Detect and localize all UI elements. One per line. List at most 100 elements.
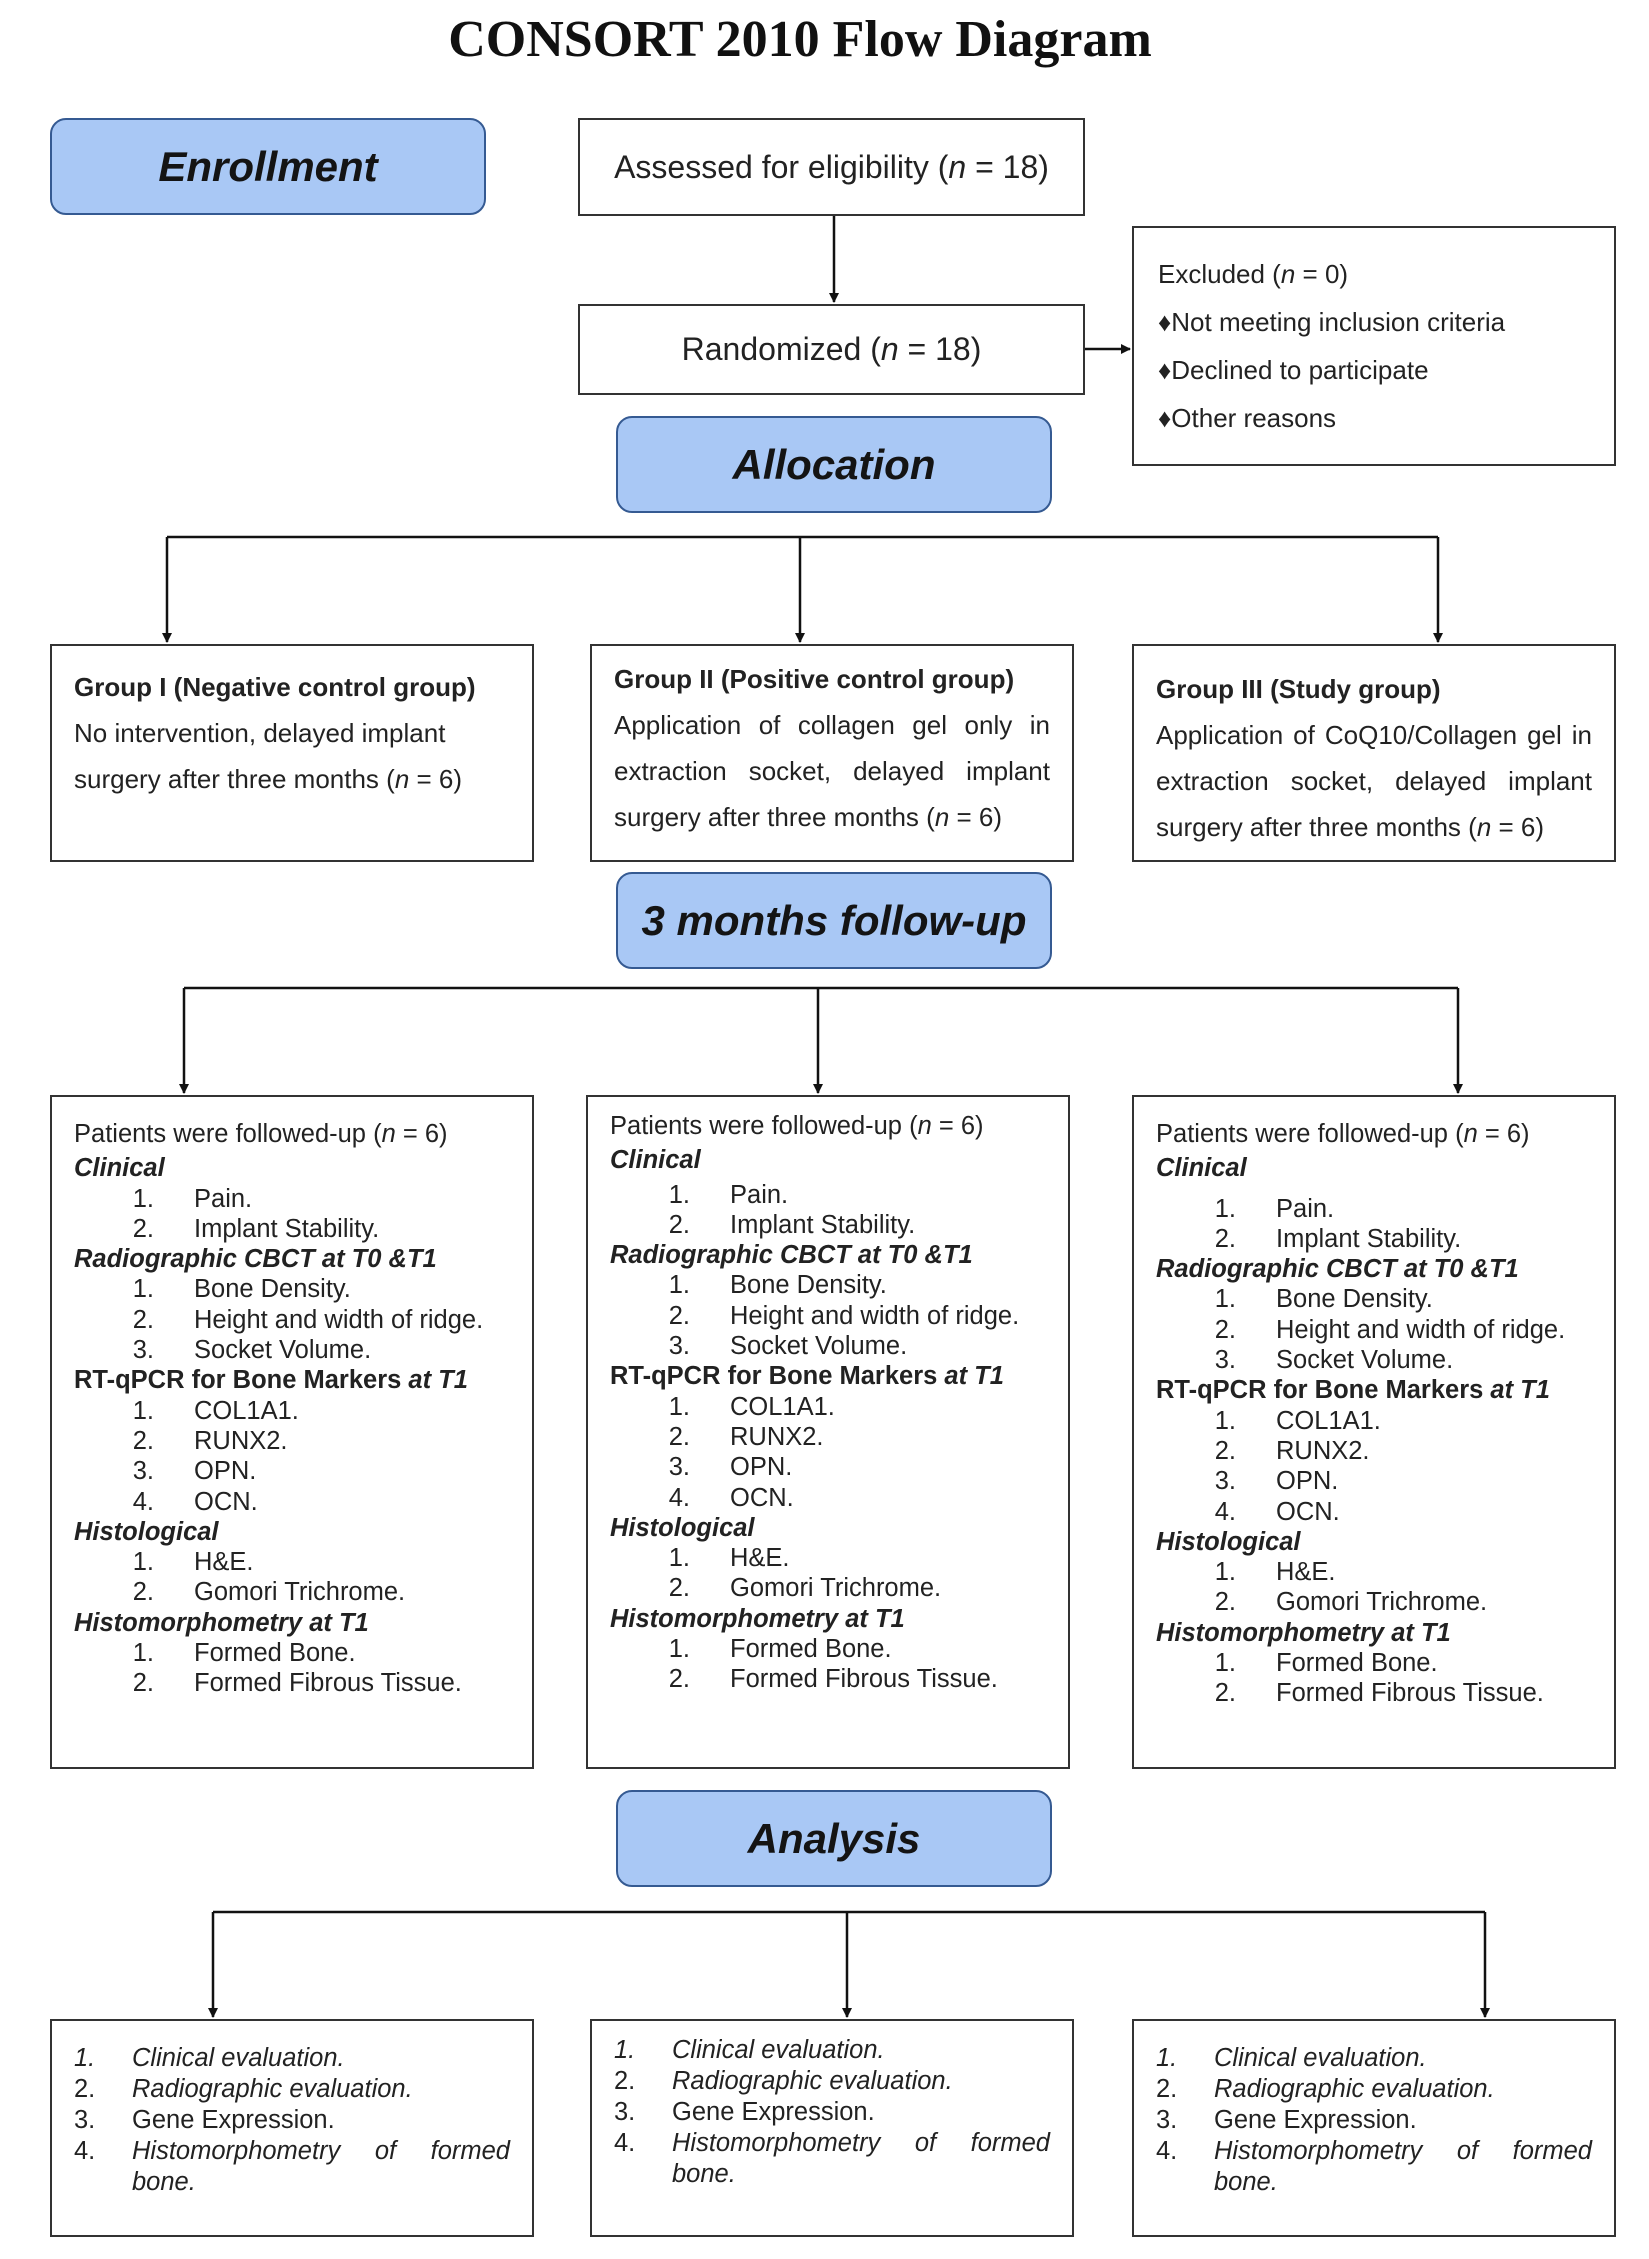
list-item: 1.Formed Bone. — [1214, 1649, 1438, 1678]
list-item: 3.Gene Expression. — [74, 2106, 335, 2134]
followup-box-2: Patients were followed-up (n = 6) Clinic… — [586, 1095, 1070, 1769]
analysis-box-3: 1.Clinical evaluation. 2.Radiographic ev… — [1132, 2019, 1616, 2237]
section-title-histomorphometry: Histomorphometry at T1 — [610, 1604, 905, 1633]
list-item: 2.Height and width of ridge. — [132, 1305, 484, 1334]
list-item: 4.OCN. — [668, 1483, 794, 1512]
diamond-bullet-icon: ♦ — [1158, 403, 1172, 433]
list-item: 1.Bone Density. — [132, 1275, 351, 1304]
list-item: 2.Implant Stability. — [1214, 1224, 1462, 1253]
list-item: 2.Height and width of ridge. — [668, 1301, 1020, 1330]
section-title-rtqpcr: RT-qPCR for Bone Markers at T1 — [1156, 1376, 1550, 1405]
list-item: 1.COL1A1. — [668, 1392, 835, 1421]
randomized-box: Randomized (n = 18) — [578, 304, 1085, 395]
excluded-item: ♦Not meeting inclusion criteria — [1158, 307, 1506, 337]
assessed-box: Assessed for eligibility (n = 18) — [578, 118, 1085, 216]
list-item: 1.COL1A1. — [1214, 1406, 1381, 1435]
list-item: 4.OCN. — [1214, 1497, 1340, 1526]
stage-analysis: Analysis — [616, 1790, 1052, 1887]
list-item: 2.Formed Fibrous Tissue. — [1214, 1679, 1544, 1708]
section-title-histomorphometry: Histomorphometry at T1 — [1156, 1618, 1451, 1647]
section-title-histomorphometry: Histomorphometry at T1 — [74, 1608, 369, 1637]
group-heading: Group I (Negative control group) — [74, 672, 476, 702]
list-item: 1.H&E. — [1214, 1558, 1336, 1587]
list-item: 3.OPN. — [1214, 1467, 1339, 1496]
section-title-histological: Histological — [74, 1517, 219, 1546]
list-item: 1.Bone Density. — [668, 1271, 887, 1300]
list-item: 1.Pain. — [1214, 1194, 1335, 1223]
followup-intro: Patients were followed-up (n = 6) — [1156, 1120, 1530, 1148]
section-title-clinical: Clinical — [610, 1146, 701, 1175]
page-title: CONSORT 2010 Flow Diagram — [448, 11, 1152, 68]
list-item: 2.Height and width of ridge. — [1214, 1315, 1566, 1344]
list-item: 2.Radiographic evaluation. — [74, 2075, 413, 2103]
assessed-text: Assessed for eligibility (n = 18) — [614, 148, 1049, 185]
section-title-histological: Histological — [610, 1513, 755, 1542]
list-item: 2.RUNX2. — [1214, 1436, 1370, 1465]
section-title-radiographic: Radiographic CBCT at T0 &T1 — [74, 1245, 437, 1274]
group-2-box: Group II (Positive control group) Applic… — [590, 644, 1074, 862]
group-desc-line: surgery after three months (n = 6) — [74, 764, 463, 794]
list-item: 2.RUNX2. — [668, 1422, 824, 1451]
analysis-box-1: 1.Clinical evaluation. 2.Radiographic ev… — [50, 2019, 534, 2237]
group-desc-line: Application of collagen gel only in — [614, 710, 1050, 740]
list-item: 2.Implant Stability. — [132, 1214, 380, 1243]
list-item: 2.Formed Fibrous Tissue. — [668, 1665, 998, 1694]
list-item: 1.Clinical evaluation. — [1156, 2044, 1427, 2072]
list-item: 2.Radiographic evaluation. — [1156, 2075, 1495, 2103]
list-item: 2.Formed Fibrous Tissue. — [132, 1669, 462, 1698]
list-item: 2.Gomori Trichrome. — [132, 1578, 406, 1607]
list-item: 2.Gomori Trichrome. — [1214, 1588, 1488, 1617]
list-item: 1.Pain. — [132, 1184, 253, 1213]
list-item: 1.Clinical evaluation. — [614, 2036, 885, 2064]
stage-enrollment: Enrollment — [50, 118, 486, 215]
list-item: 4.OCN. — [132, 1487, 258, 1516]
followup-box-1: Patients were followed-up (n = 6) Clinic… — [50, 1095, 534, 1769]
group-desc-line: surgery after three months (n = 6) — [614, 802, 1003, 832]
section-title-histological: Histological — [1156, 1527, 1301, 1556]
group-heading: Group III (Study group) — [1156, 674, 1441, 704]
list-item: 3.Gene Expression. — [1156, 2106, 1417, 2134]
excluded-item: ♦Other reasons — [1158, 403, 1337, 433]
excluded-box: Excluded (n = 0) ♦Not meeting inclusion … — [1132, 226, 1616, 466]
diamond-bullet-icon: ♦ — [1158, 307, 1172, 337]
diamond-bullet-icon: ♦ — [1158, 355, 1172, 385]
group-desc-line: Application of CoQ10/Collagen gel in — [1156, 720, 1592, 750]
analysis-box-2: 1.Clinical evaluation. 2.Radiographic ev… — [590, 2019, 1074, 2237]
followup-box-3: Patients were followed-up (n = 6) Clinic… — [1132, 1095, 1616, 1769]
followup-intro: Patients were followed-up (n = 6) — [74, 1120, 448, 1148]
list-item: 2.Implant Stability. — [668, 1210, 916, 1239]
list-item: 3.OPN. — [668, 1453, 793, 1482]
section-title-clinical: Clinical — [1156, 1154, 1247, 1183]
group-3-box: Group III (Study group) Application of C… — [1132, 644, 1616, 862]
group-desc-line: No intervention, delayed implant — [74, 718, 446, 748]
list-item: 2.Gomori Trichrome. — [668, 1574, 942, 1603]
section-title-radiographic: Radiographic CBCT at T0 &T1 — [1156, 1255, 1519, 1284]
list-item: 3.Socket Volume. — [668, 1332, 908, 1361]
group-desc-line: surgery after three months (n = 6) — [1156, 812, 1545, 842]
excluded-item: ♦Declined to participate — [1158, 355, 1429, 385]
list-item: 3.OPN. — [132, 1457, 257, 1486]
excluded-heading: Excluded (n = 0) — [1158, 259, 1349, 289]
list-item: 1.H&E. — [132, 1548, 254, 1577]
section-title-clinical: Clinical — [74, 1154, 165, 1183]
group-desc-line: extraction socket, delayed implant — [614, 756, 1050, 786]
list-item: 1.Bone Density. — [1214, 1285, 1433, 1314]
section-title-rtqpcr: RT-qPCR for Bone Markers at T1 — [74, 1366, 468, 1395]
list-item: 3.Socket Volume. — [1214, 1346, 1454, 1375]
group-desc-line: extraction socket, delayed implant — [1156, 766, 1592, 796]
group-1-box: Group I (Negative control group) No inte… — [50, 644, 534, 862]
list-item: 3.Gene Expression. — [614, 2098, 875, 2126]
list-item: 1.Formed Bone. — [668, 1635, 892, 1664]
list-item: 1.H&E. — [668, 1544, 790, 1573]
stage-allocation: Allocation — [616, 416, 1052, 513]
list-item: 1.Formed Bone. — [132, 1639, 356, 1668]
list-item: 3.Socket Volume. — [132, 1336, 372, 1365]
list-item: 1.COL1A1. — [132, 1396, 299, 1425]
randomized-text: Randomized (n = 18) — [681, 331, 982, 367]
followup-intro: Patients were followed-up (n = 6) — [610, 1112, 984, 1140]
stage-followup: 3 months follow-up — [616, 872, 1052, 969]
